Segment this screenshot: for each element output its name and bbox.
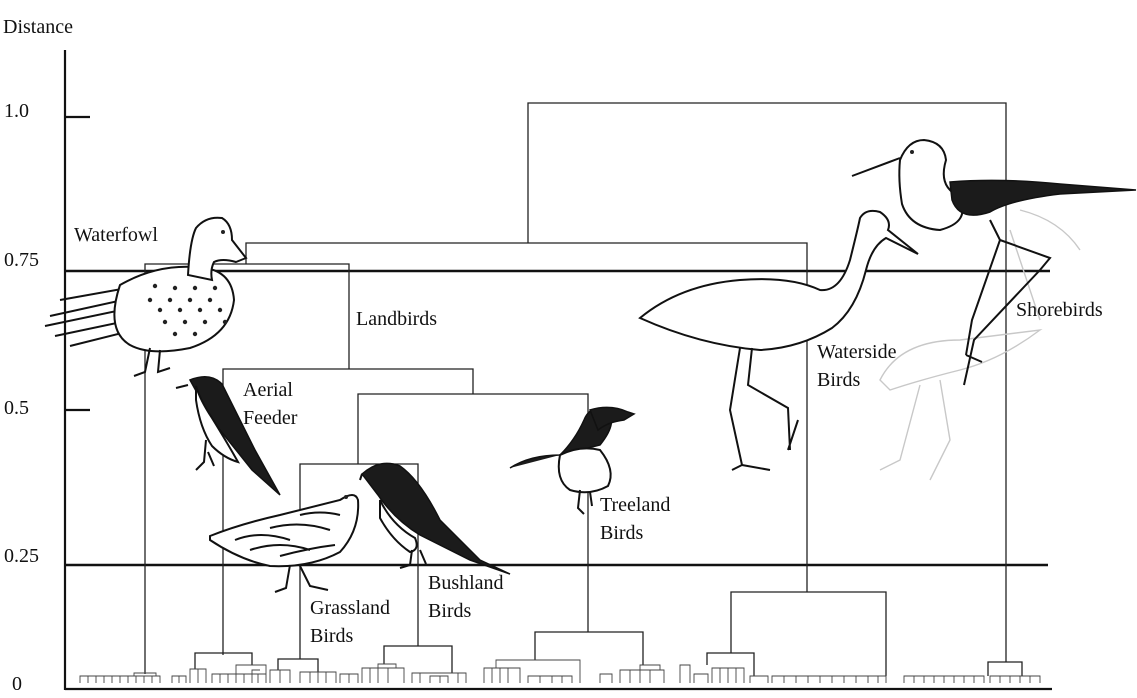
waterside-subclade [707, 653, 754, 676]
quail-illustration [210, 495, 358, 592]
label-grassland-line1: Grassland [310, 597, 390, 619]
label-waterside-line2: Birds [817, 369, 861, 391]
label-waterfowl: Waterfowl [74, 224, 158, 246]
aerial-subclade [195, 653, 252, 669]
label-treeland-line2: Birds [600, 522, 644, 544]
bushland-subclade [384, 646, 452, 673]
tick-label-0-5: 0.5 [4, 397, 29, 419]
label-aerial-line2: Feeder [243, 407, 298, 429]
label-grassland-line2: Birds [310, 625, 354, 647]
label-landbirds: Landbirds [356, 308, 437, 330]
label-bushland-line2: Birds [428, 600, 472, 622]
label-shorebirds: Shorebirds [1016, 299, 1103, 321]
label-treeland-line1: Treeland [600, 494, 670, 516]
label-aerial-line1: Aerial [243, 379, 293, 401]
tick-label-1-0: 1.0 [4, 100, 29, 122]
label-bushland-line1: Bushland [428, 572, 504, 594]
leaf-level-clusters [80, 660, 1040, 683]
label-waterside-line1: Waterside [817, 341, 897, 363]
tick-label-0: 0 [12, 673, 22, 693]
tick-label-0-75: 0.75 [4, 249, 39, 271]
axis-title: Distance [3, 16, 73, 38]
shorebird-subclade [988, 662, 1022, 676]
finch-illustration [360, 463, 510, 574]
tick-label-0-25: 0.25 [4, 545, 39, 567]
